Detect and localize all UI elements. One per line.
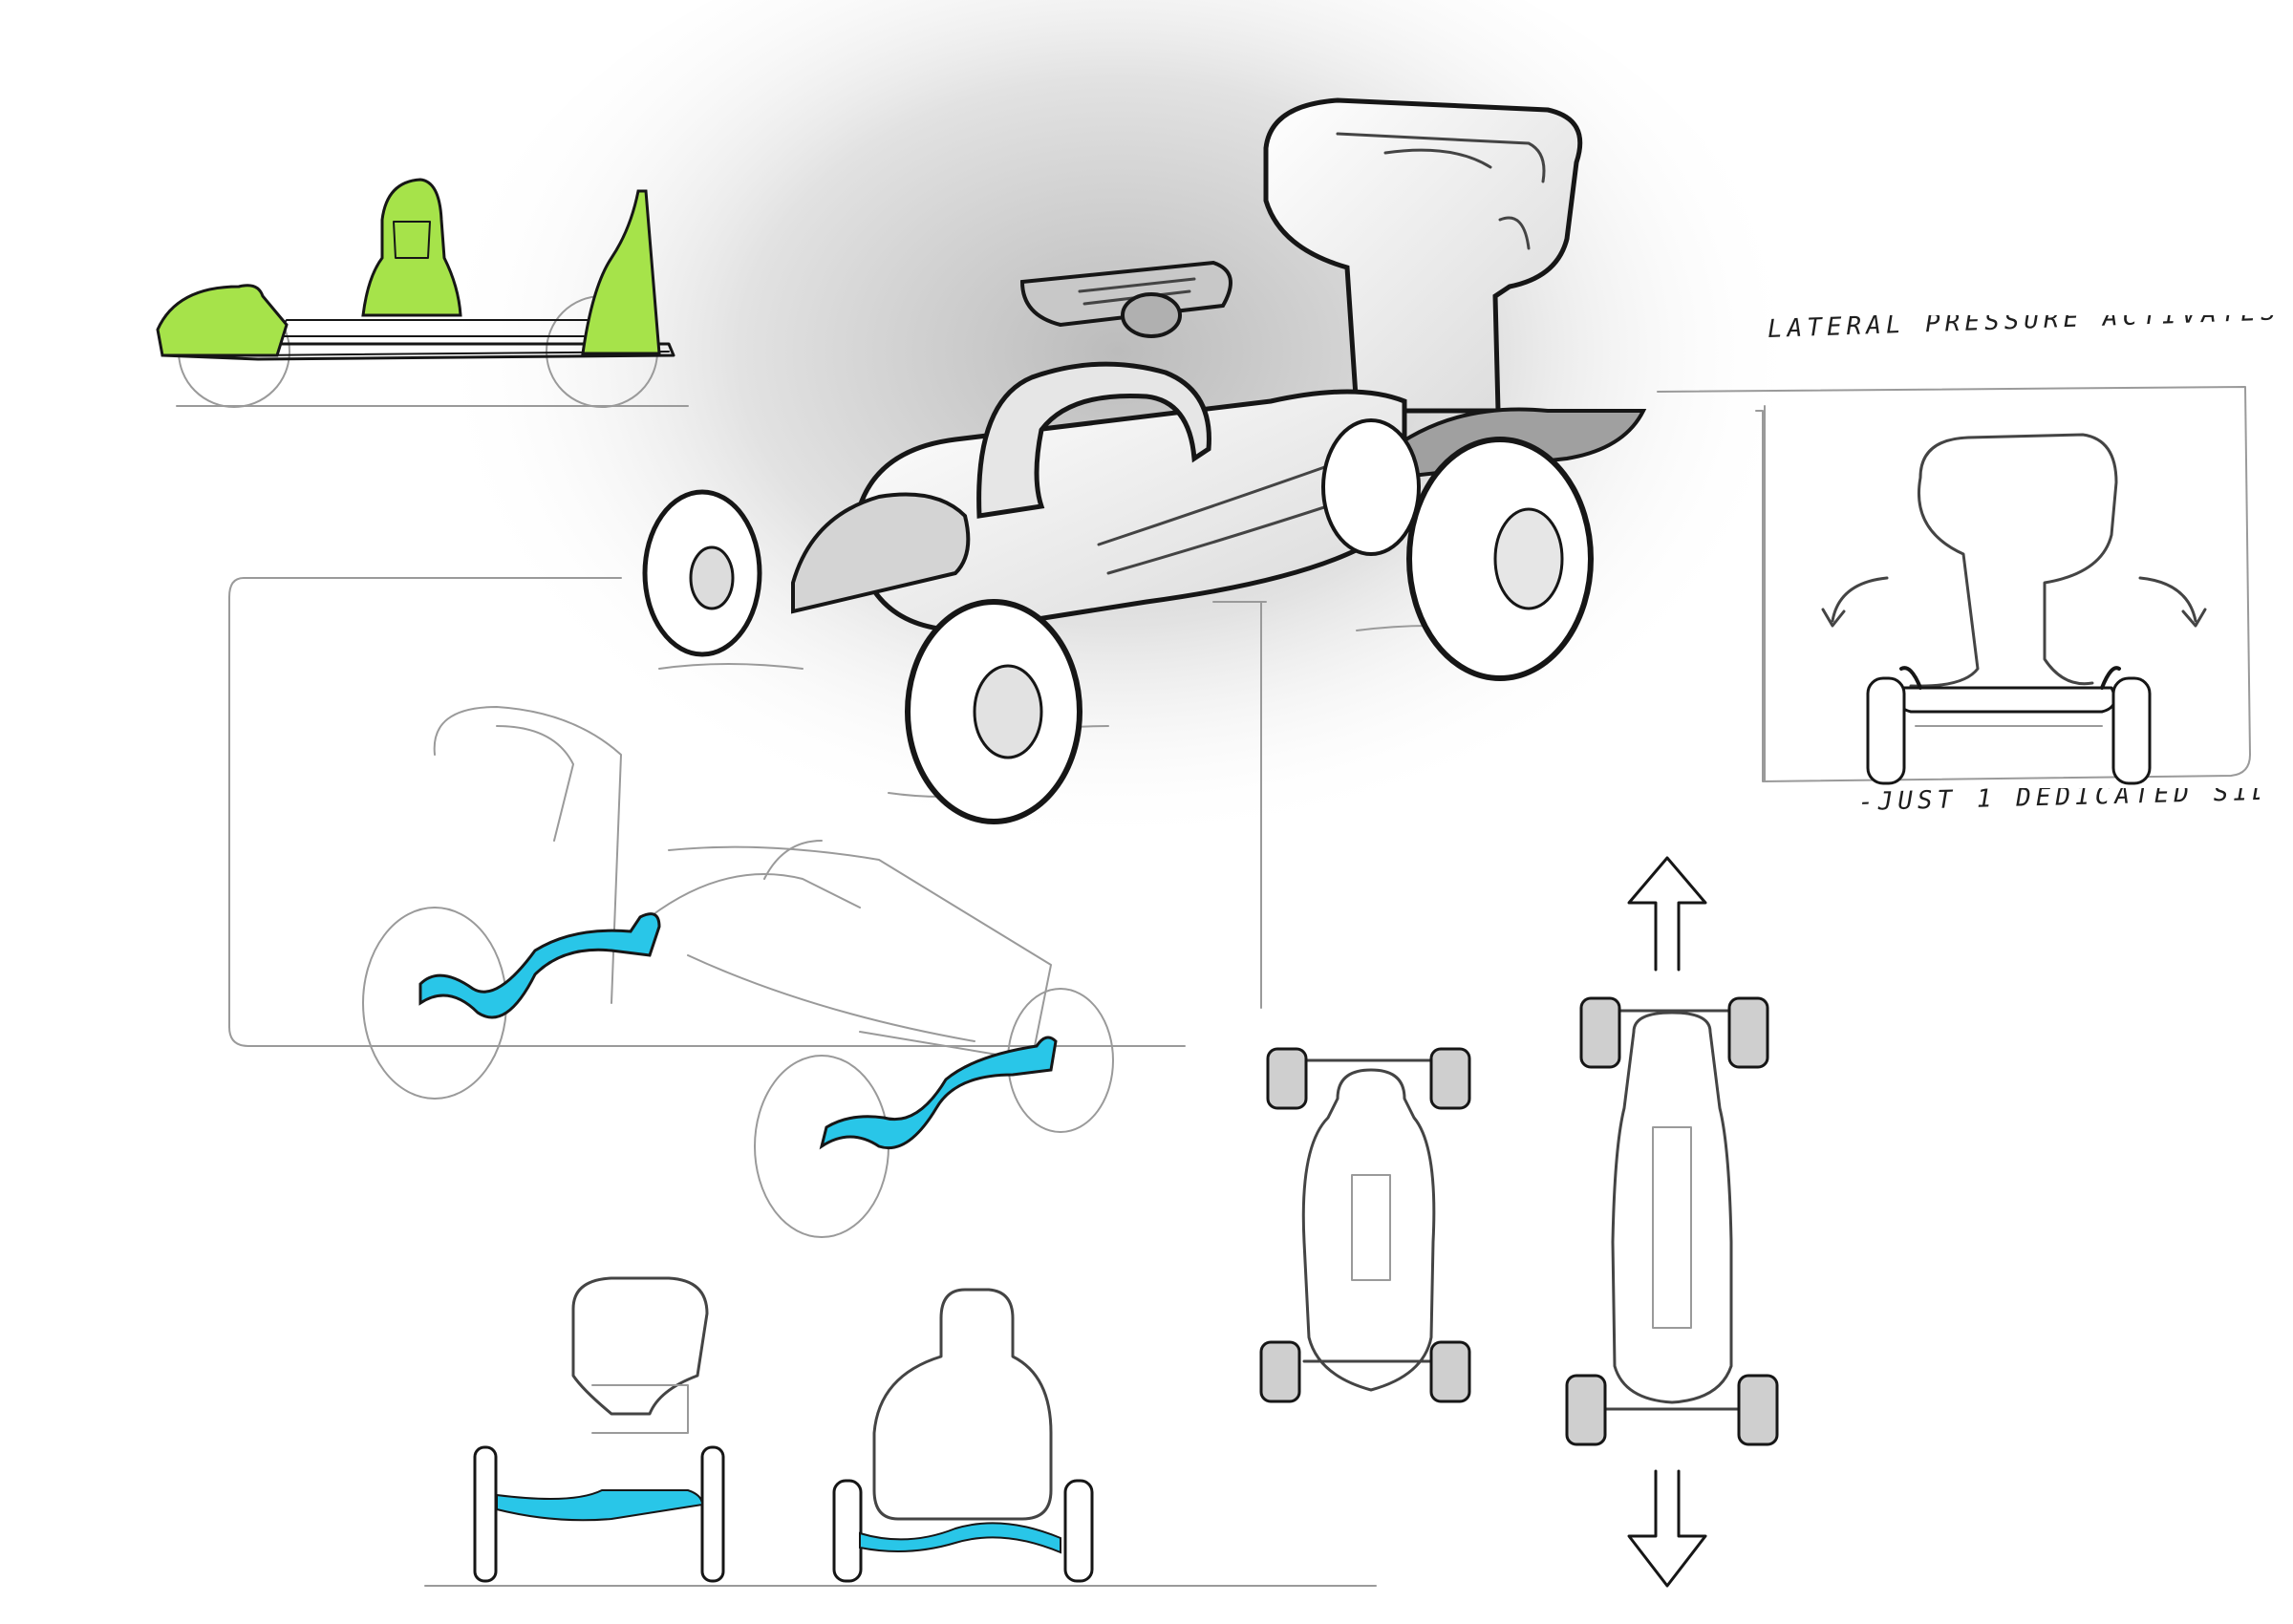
axle-highlight-wide: [859, 1522, 1061, 1554]
arrow-down-icon: [1627, 1469, 1707, 1588]
steering-highlight: [361, 178, 462, 317]
seat-highlight: [581, 189, 661, 355]
front-view-sketch-wide: [821, 1288, 1377, 1587]
chassis-perspective-sketch: [228, 577, 1267, 1238]
side-note: -JUST 1 DEDICATED SIDE?: [1858, 788, 2260, 817]
curved-arrow-right-icon: [2138, 576, 2207, 628]
curved-arrow-left-icon: [1821, 576, 1889, 628]
side-view-sketch: [156, 178, 689, 408]
rear-view-brake-sketch: [1657, 386, 2251, 785]
axle-beam-left-highlight: [418, 912, 661, 1019]
axle-beam-right-highlight: [819, 1036, 1058, 1150]
brake-note: LATERAL PRESSURE ACTIVATES "BRAKE PADS": [1768, 315, 2283, 344]
hero-wheel-front-right: [905, 599, 1082, 824]
front-fender-highlight: [156, 284, 289, 357]
arrow-up-icon: [1627, 856, 1707, 972]
hero-wheel-rear-left: [1321, 418, 1421, 556]
hero-wheel-rear-right: [1406, 437, 1594, 681]
top-view-sketch-short: [1259, 1047, 1471, 1403]
front-view-sketch-small: [424, 1276, 880, 1587]
top-view-sketch-long: [1565, 856, 1779, 1588]
hero-perspective-sketch: [642, 97, 1647, 824]
axle-highlight-small: [496, 1489, 704, 1522]
hero-wheel-front-left: [642, 489, 762, 657]
